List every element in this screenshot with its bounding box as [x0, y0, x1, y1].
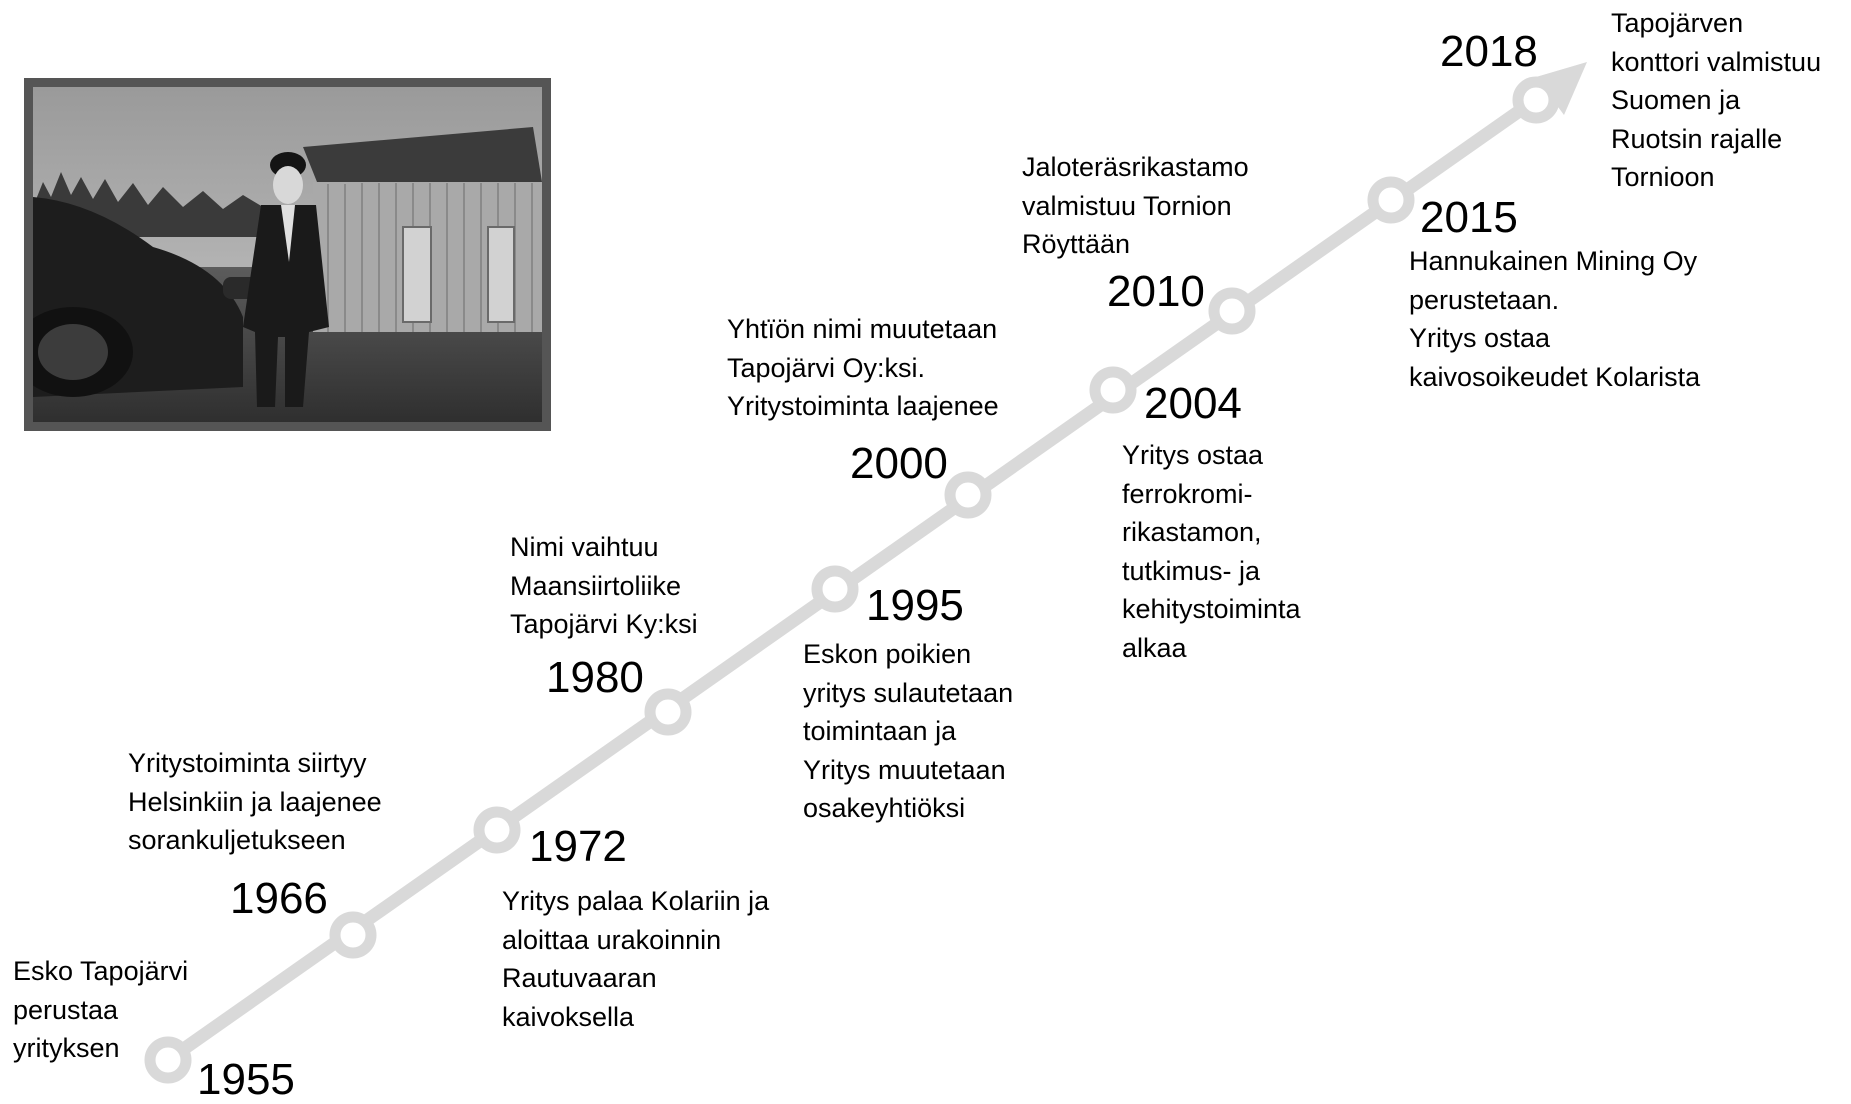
timeline-node-1972	[473, 806, 521, 854]
timeline-node-2015	[1367, 176, 1415, 224]
year-2004: 2004	[1144, 379, 1242, 428]
year-2010: 2010	[1107, 267, 1205, 316]
year-2018: 2018	[1440, 27, 1538, 76]
milestone-1955-text: Esko Tapojärvi perustaa yrityksen	[13, 956, 189, 1063]
year-2015: 2015	[1420, 193, 1518, 242]
timeline-node-2010	[1208, 287, 1256, 335]
milestone-2015-text: Hannukainen Mining Oy perustetaan. Yrity…	[1409, 246, 1701, 392]
timeline-node-2004	[1089, 366, 1137, 414]
milestone-1980-text: Nimi vaihtuu Maansiirtoliike Tapojärvi K…	[510, 532, 698, 639]
timeline-node-2018	[1512, 76, 1560, 124]
milestone-1966-text: Yritystoiminta siirtyy Helsinkiin ja laa…	[128, 748, 382, 855]
year-1955: 1955	[197, 1055, 295, 1104]
milestone-2000-text: Yhtïön nimi muutetaan Tapojärvi Oy:ksi. …	[727, 314, 999, 421]
historical-photo-image	[33, 87, 542, 422]
milestone-1972-text: Yritys palaa Kolariin ja aloittaa urakoi…	[502, 886, 770, 1032]
timeline-node-1966	[329, 911, 377, 959]
timeline-nodes	[144, 76, 1560, 1084]
timeline-node-1995	[811, 565, 859, 613]
milestone-1995-text: Eskon poikien yritys sulautetaan toimint…	[803, 639, 1014, 823]
year-1980: 1980	[546, 653, 644, 702]
year-1995: 1995	[866, 581, 964, 630]
timeline-node-2000	[944, 471, 992, 519]
timeline-node-1980	[644, 688, 692, 736]
milestone-2010-text: Jaloteräsrikastamo valmistuu Tornion Röy…	[1022, 152, 1249, 259]
year-1966: 1966	[230, 874, 328, 923]
timeline-node-1955	[144, 1036, 192, 1084]
historical-photo	[24, 78, 551, 431]
milestone-2004-text: Yritys ostaa ferrokromi- rikastamon, tut…	[1122, 440, 1301, 663]
timeline-arrowhead	[1536, 62, 1587, 115]
milestone-2018-text: Tapojärven konttori valmistuu Suomen ja …	[1611, 8, 1822, 192]
year-2000: 2000	[850, 439, 948, 488]
year-1972: 1972	[529, 822, 627, 871]
